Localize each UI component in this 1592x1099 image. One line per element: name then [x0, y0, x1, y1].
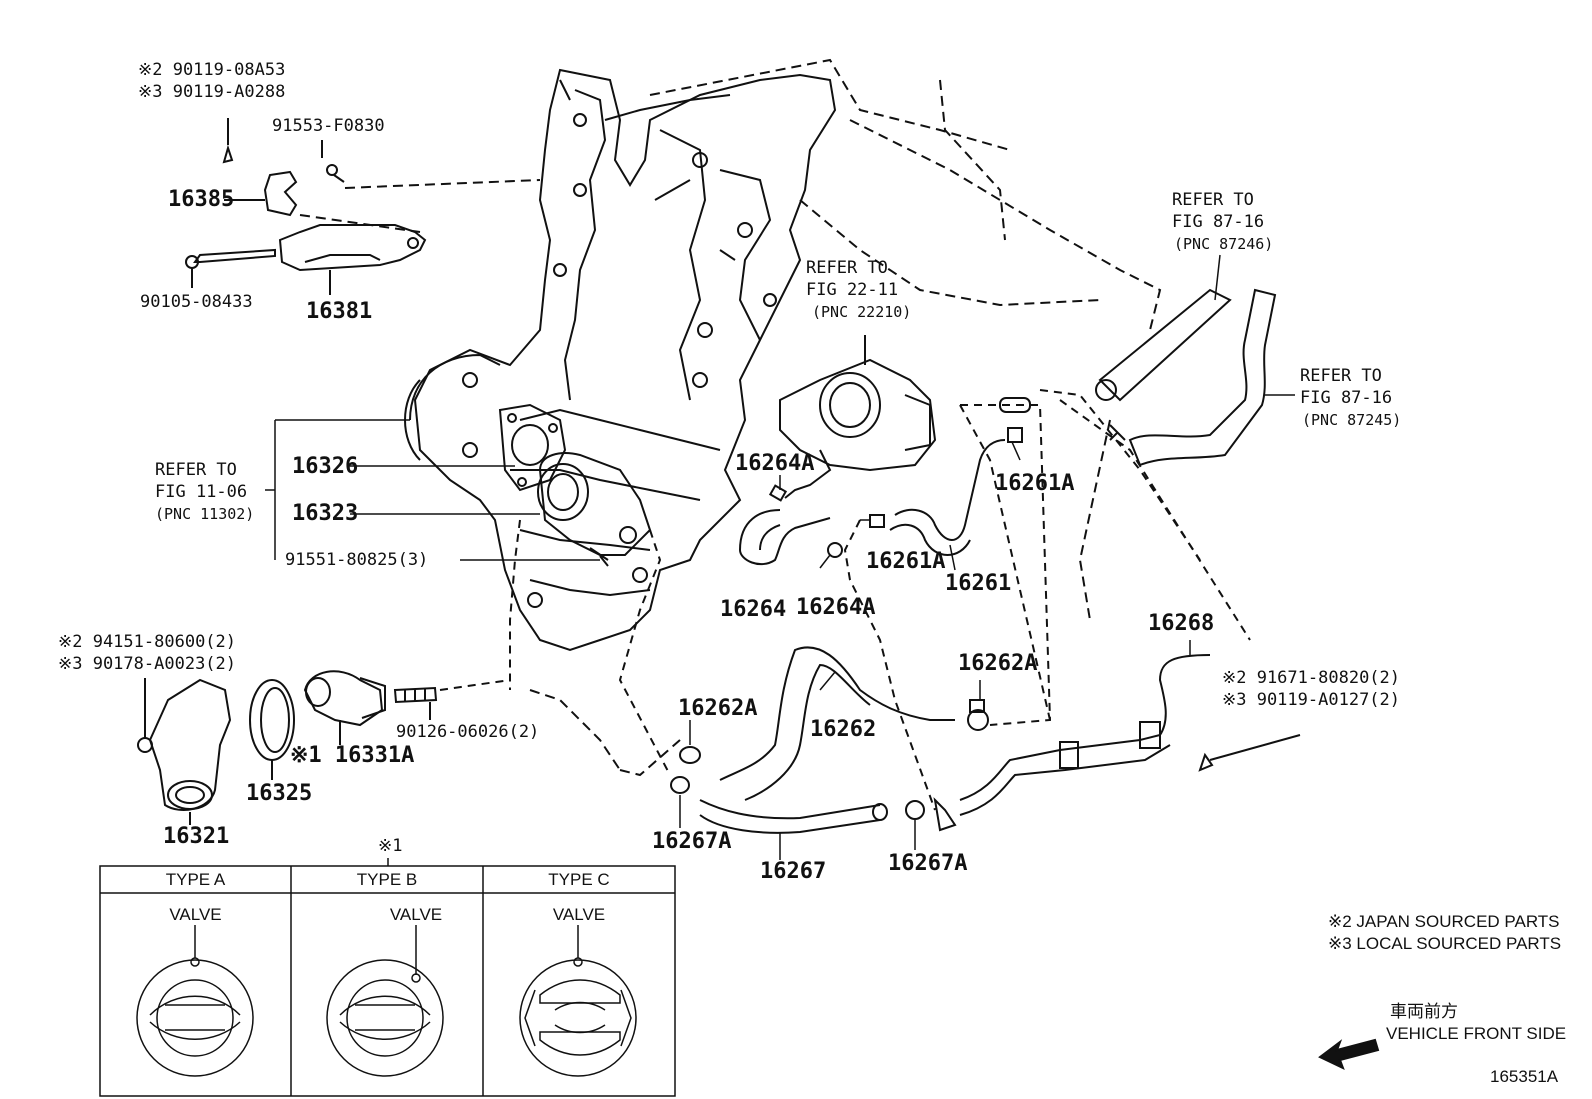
refer-label: FIG 87-16 — [1172, 212, 1265, 232]
part-label: 16262 — [810, 717, 877, 742]
part-label: 16262A — [678, 696, 758, 721]
refer-label: REFER TO — [1300, 366, 1382, 386]
thermostat-parts-drawing — [137, 670, 438, 825]
legend-type-a-header: TYPE A — [165, 870, 226, 889]
part-label: 16325 — [246, 781, 313, 806]
part-label: 16385 — [168, 187, 235, 212]
part-label: 16321 — [163, 824, 230, 849]
refer-label: REFER TO — [806, 258, 888, 278]
legend-type-b-valve: VALVE — [389, 905, 443, 924]
refer-label: REFER TO — [1172, 190, 1254, 210]
part-label: 16261A — [995, 471, 1075, 496]
front-side-jp: 車両前方 — [1390, 1002, 1458, 1021]
refer-label: (PNC 87246) — [1174, 235, 1274, 253]
vehicle-front-arrow — [1318, 1038, 1380, 1070]
refer-label: (PNC 22210) — [812, 303, 912, 321]
legend-type-c-valve: VALVE — [552, 905, 606, 924]
refer-label: FIG 22-11 — [806, 280, 899, 300]
part-label: 16264A — [796, 595, 876, 620]
part-label: ※3 90119-A0127(2) — [1222, 690, 1401, 710]
part-label: 16262A — [958, 651, 1038, 676]
legend-type-a-valve: VALVE — [169, 905, 222, 924]
part-label: 16381 — [306, 299, 373, 324]
part-label: ※2 94151-80600(2) — [58, 632, 237, 652]
part-label: ※3 90119-A0288 — [138, 82, 286, 102]
part-label: 90105-08433 — [140, 292, 253, 312]
refer-label: (PNC 11302) — [155, 505, 255, 523]
legend-marker: ※1 — [378, 836, 403, 856]
part-label: ※2 91671-80820(2) — [1222, 668, 1401, 688]
part-label: 16323 — [292, 501, 359, 526]
water-inlet-housing-drawing — [498, 403, 652, 567]
part-label: 16267 — [760, 859, 827, 884]
part-label: ※3 90178-A0023(2) — [58, 654, 237, 674]
part-label: 91551-80825(3) — [285, 550, 429, 570]
refer-label: (PNC 87245) — [1302, 411, 1402, 429]
part-label: ※1 16331A — [290, 743, 415, 768]
part-label: 16261 — [945, 571, 1012, 596]
part-label: 91553-F0830 — [272, 116, 385, 136]
part-label: 16267A — [888, 851, 968, 876]
front-side-en: VEHICLE FRONT SIDE — [1386, 1024, 1567, 1043]
part-label: 16264 — [720, 597, 787, 622]
hoses-drawing — [439, 288, 1301, 834]
leader-lines — [265, 254, 1295, 860]
legend-type-b-header: TYPE B — [356, 870, 418, 889]
legend-type-c-header: TYPE C — [548, 870, 610, 889]
part-label: 16268 — [1148, 611, 1215, 636]
refer-label: FIG 87-16 — [1300, 388, 1393, 408]
part-label: 16326 — [292, 454, 359, 479]
bracket-drawing — [185, 118, 541, 295]
timing-cover-drawing — [404, 58, 1162, 777]
diagram-id: 165351A — [1490, 1067, 1559, 1086]
refer-label: FIG 11-06 — [155, 482, 248, 502]
note-japan-sourced: ※2 JAPAN SOURCED PARTS — [1328, 912, 1560, 931]
throttle-body-drawing — [779, 335, 937, 499]
part-label: 90126-06026(2) — [396, 722, 540, 742]
legend-table — [99, 858, 676, 1097]
part-label: ※2 90119-08A53 — [138, 60, 286, 80]
part-label: 16261A — [866, 549, 946, 574]
refer-label: REFER TO — [155, 460, 237, 480]
part-label: 16264A — [735, 451, 815, 476]
note-local-sourced: ※3 LOCAL SOURCED PARTS — [1328, 934, 1562, 953]
part-label: 16267A — [652, 829, 732, 854]
